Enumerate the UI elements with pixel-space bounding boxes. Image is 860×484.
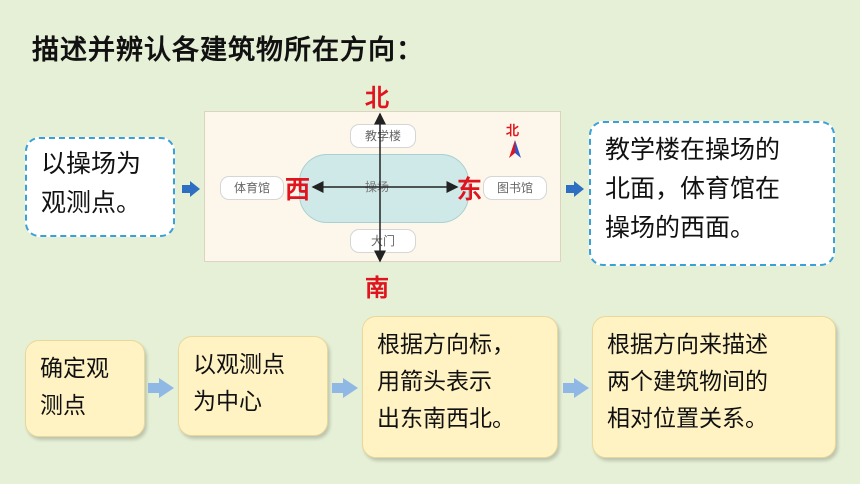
chevron-right-icon (563, 378, 589, 402)
step-1-box: 确定观 测点 (25, 340, 145, 437)
arrow-right-icon (566, 180, 584, 198)
conclusion-box: 教学楼在操场的 北面，体育馆在 操场的西面。 (589, 121, 835, 266)
library-label: 图书馆 (483, 176, 547, 200)
chevron-right-icon (148, 378, 174, 402)
page-title: 描述并辨认各建筑物所在方向： (32, 35, 424, 66)
north-label: 北 (365, 84, 389, 112)
compass-north-label: 北 (506, 124, 520, 139)
step-4-box: 根据方向来描述 两个建筑物间的 相对位置关系。 (592, 316, 836, 458)
step-3-box: 根据方向标， 用箭头表示 出东南西北。 (362, 316, 558, 458)
gym-label: 体育馆 (220, 176, 284, 200)
west-label: 西 (285, 175, 311, 204)
step-2-box: 以观测点 为中心 (178, 336, 328, 436)
compass-icon (509, 140, 521, 162)
teaching-building-label: 教学楼 (350, 124, 416, 148)
south-label: 南 (365, 274, 389, 302)
direction-cross (311, 112, 459, 263)
arrow-right-icon (182, 180, 200, 198)
chevron-right-icon (332, 378, 358, 402)
playground-field (299, 154, 469, 223)
east-label: 东 (457, 175, 483, 204)
observation-point-box: 以操场为 观测点。 (25, 137, 175, 237)
campus-map: 教学楼 体育馆 图书馆 大门 操场 西 东 北 (204, 111, 561, 263)
